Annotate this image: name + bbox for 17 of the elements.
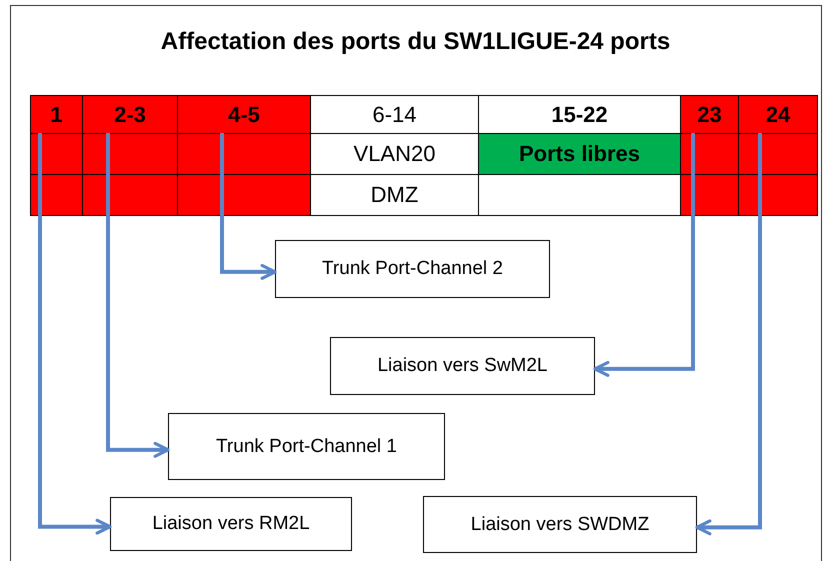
port-number-cell: 1 xyxy=(30,95,83,134)
title: Affectation des ports du SW1LIGUE-24 ports xyxy=(160,28,672,56)
arrow xyxy=(220,133,277,280)
port-number-cell: 23 xyxy=(680,95,739,134)
port-number-cell: 4-5 xyxy=(177,95,311,134)
link-box: Liaison vers SwM2L xyxy=(330,337,595,395)
port-number-cell: 2-3 xyxy=(82,95,178,134)
link-box: Trunk Port-Channel 1 xyxy=(168,413,445,480)
arrow xyxy=(106,133,170,458)
arrow xyxy=(38,133,112,535)
table-cell: Ports libres xyxy=(478,133,681,175)
link-box: Liaison vers RM2L xyxy=(110,497,352,551)
arrow xyxy=(593,133,695,377)
port-number-cell: 24 xyxy=(738,95,818,134)
arrow xyxy=(695,133,762,536)
link-box: Trunk Port-Channel 2 xyxy=(275,240,550,298)
link-box: Liaison vers SWDMZ xyxy=(423,496,697,553)
